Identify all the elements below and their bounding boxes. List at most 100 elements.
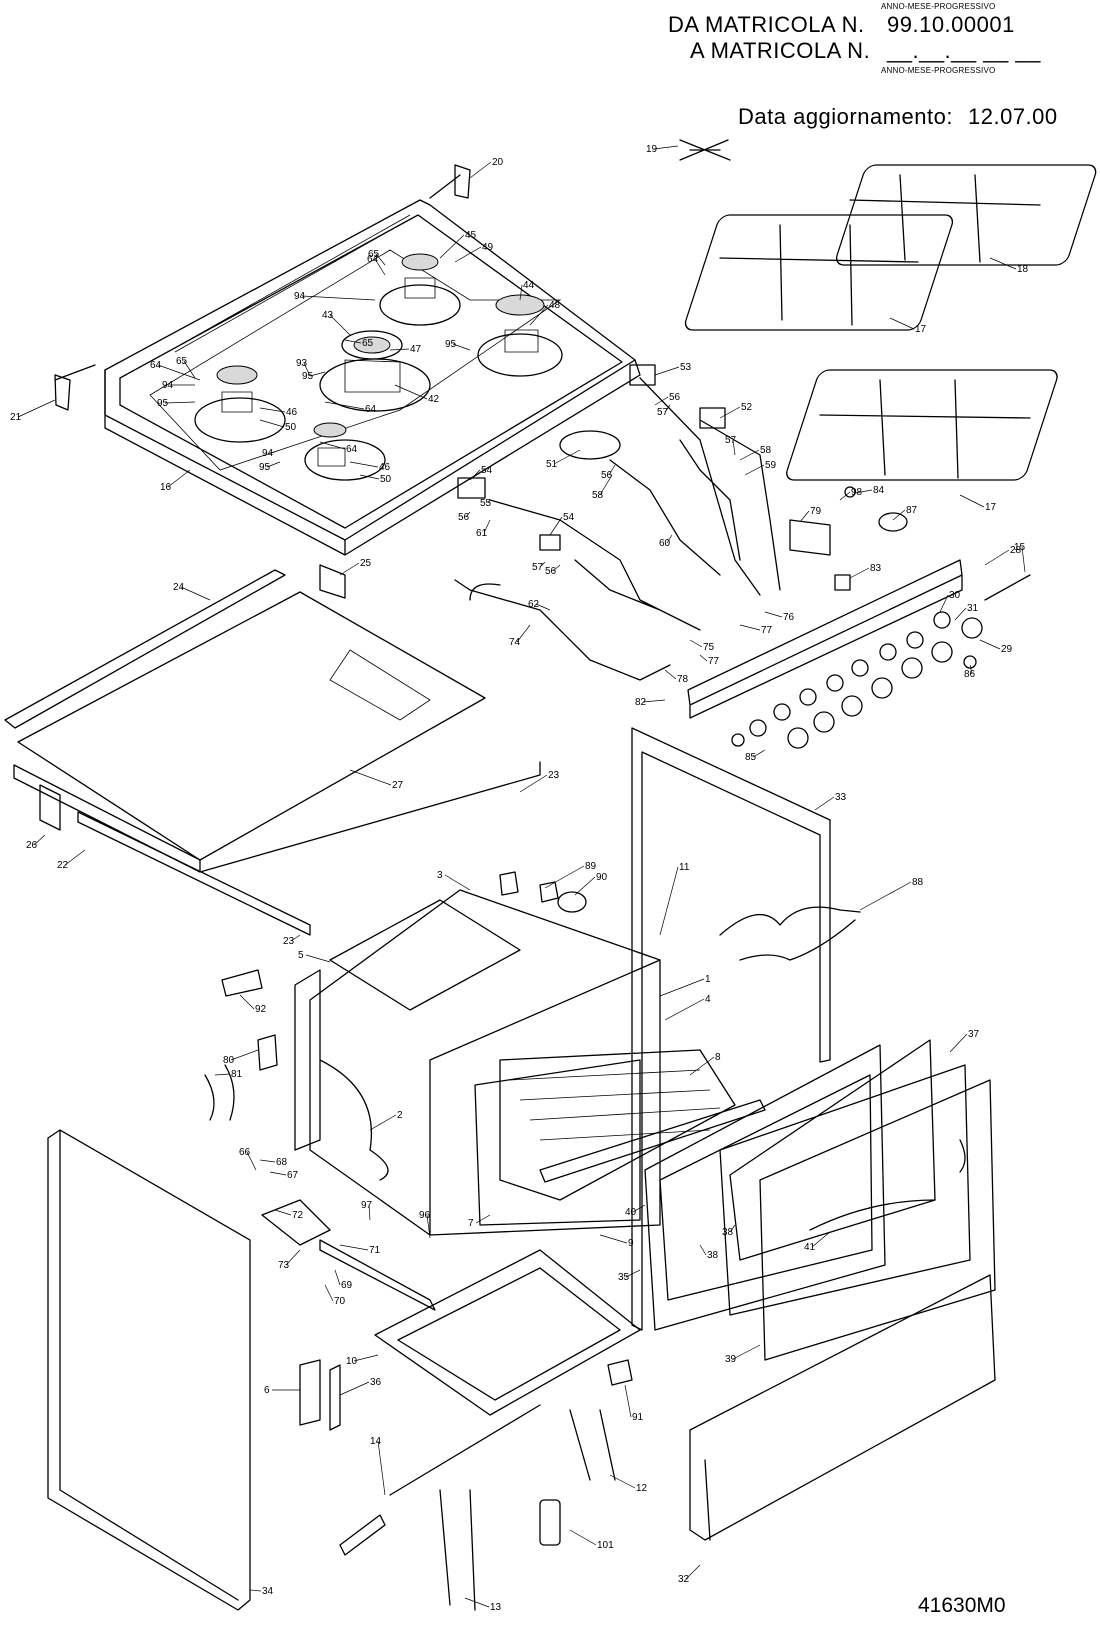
- callout-label: 26: [26, 840, 38, 851]
- callout-label: 5: [298, 950, 304, 961]
- callout-label: 9: [628, 1238, 634, 1249]
- callout-label: 65: [368, 249, 380, 260]
- callout-label: 52: [741, 402, 753, 413]
- callout-label: 80: [223, 1055, 235, 1066]
- callout-leader: [516, 624, 531, 643]
- callout-leader: [375, 253, 386, 266]
- callout-leader: [599, 474, 613, 496]
- progressivo-caption-top: ANNO-MESE-PROGRESSIVO: [881, 2, 996, 11]
- callout-label: 44: [523, 280, 535, 291]
- callout-leader: [699, 1244, 707, 1256]
- callout-label: 64: [346, 444, 358, 455]
- lamp-89: [499, 871, 559, 903]
- callout-leader: [535, 603, 551, 611]
- callout-label: 35: [618, 1272, 630, 1283]
- callout-label: 48: [549, 300, 561, 311]
- callout-leader: [353, 1354, 379, 1362]
- callout-label: 56: [669, 392, 681, 403]
- callout-leader: [529, 304, 549, 326]
- callout-leader: [689, 639, 703, 648]
- callout-leader: [574, 876, 596, 896]
- callout-label: 90: [596, 872, 608, 883]
- callout-label: 78: [677, 674, 689, 685]
- callout-leader: [569, 1529, 597, 1546]
- callout-leader: [719, 406, 741, 419]
- callout-label: 22: [57, 860, 69, 871]
- gas-pipes: [454, 364, 908, 681]
- callout-label: 59: [765, 460, 777, 471]
- callout-leader: [274, 1209, 292, 1216]
- oven-cavity: [294, 889, 766, 1236]
- callout-leader: [164, 401, 196, 404]
- callout-label: 58: [760, 445, 772, 456]
- callout-label: 54: [481, 465, 493, 476]
- progressivo-caption-bottom: ANNO-MESE-PROGRESSIVO: [881, 66, 996, 75]
- callout-leader: [339, 562, 360, 576]
- callout-label: 81: [231, 1069, 243, 1080]
- callout-label: 29: [1001, 644, 1013, 655]
- callout-label: 3: [437, 870, 443, 881]
- callout-label: 50: [380, 474, 392, 485]
- callout-label: 45: [465, 230, 477, 241]
- callout-leader: [377, 1440, 386, 1496]
- callout-leader: [892, 509, 906, 521]
- callout-label: 56: [458, 512, 470, 523]
- callout-leader: [359, 474, 380, 480]
- callout-label: 20: [492, 157, 504, 168]
- callout-leader: [599, 1234, 628, 1244]
- callout-leader: [729, 1224, 736, 1233]
- callout-label: 42: [428, 394, 440, 405]
- callout-leader: [454, 246, 482, 263]
- callout-label: 15: [1014, 542, 1026, 553]
- callout-leader: [259, 1159, 276, 1163]
- callout-leader: [64, 849, 86, 866]
- callout-label: 18: [1017, 264, 1029, 275]
- callout-leader: [301, 295, 376, 301]
- callout-layer: 1234567891011121314151617171819202122232…: [10, 144, 1029, 1613]
- motor-91: [607, 1359, 633, 1386]
- callout-leader: [664, 998, 705, 1021]
- callout-label: 70: [334, 1296, 346, 1307]
- callout-label: 64: [367, 254, 379, 265]
- callout-label: 8: [715, 1052, 721, 1063]
- rotisserie-spit: [339, 1404, 541, 1556]
- oven-floor: [374, 1249, 641, 1416]
- serial-from-value: 99.10.00001: [887, 12, 1015, 37]
- callout-leader: [439, 234, 465, 259]
- callout-leader: [608, 464, 616, 476]
- callout-leader: [699, 654, 708, 662]
- callout-leader: [984, 549, 1010, 566]
- callout-leader: [180, 586, 211, 601]
- callout-leader: [624, 1384, 632, 1418]
- callout-label: 77: [708, 656, 720, 667]
- serial-to-label: A MATRICOLA N.: [690, 38, 871, 63]
- diagram-parts: [4, 139, 1097, 1611]
- callout-label: 1: [705, 974, 711, 985]
- drawing-code: 41630M0: [918, 1594, 1006, 1617]
- callout-label: 74: [509, 637, 521, 648]
- hob-hinge-right: [429, 164, 471, 199]
- callout-leader: [969, 664, 973, 675]
- callout-leader: [1021, 546, 1026, 573]
- callout-label: 96: [419, 1210, 431, 1221]
- callout-label: 61: [476, 528, 488, 539]
- callout-leader: [344, 339, 362, 344]
- callout-leader: [305, 954, 331, 963]
- callout-leader: [469, 161, 492, 179]
- callout-leader: [183, 360, 196, 379]
- callout-leader: [269, 451, 276, 454]
- callout-label: 33: [835, 792, 847, 803]
- callout-label: 66: [239, 1147, 251, 1158]
- callout-leader: [625, 1269, 641, 1278]
- callout-leader: [239, 994, 255, 1010]
- callout-leader: [444, 874, 471, 891]
- callout-label: 25: [360, 558, 372, 569]
- callout-label: 88: [912, 877, 924, 888]
- callout-leader: [266, 461, 281, 468]
- callout-leader: [664, 669, 677, 680]
- callout-label: 87: [906, 505, 918, 516]
- cable-81: [204, 1064, 235, 1121]
- callout-leader: [979, 639, 1001, 650]
- side-panel: [47, 1129, 251, 1611]
- callout-leader: [475, 1214, 491, 1224]
